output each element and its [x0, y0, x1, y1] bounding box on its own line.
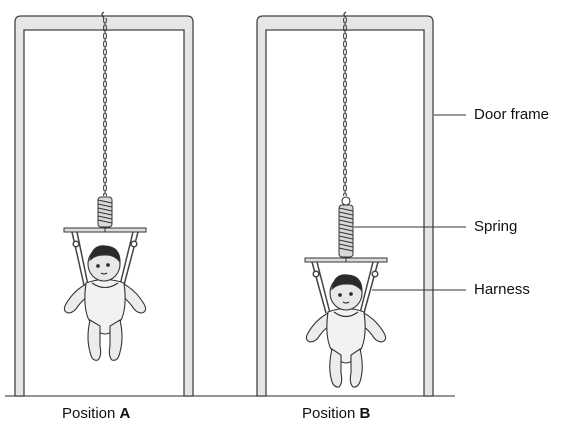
spring-a [97, 196, 113, 228]
caption-a-letter: A [119, 405, 131, 422]
harness-straps-b [311, 261, 379, 314]
chain-a [101, 11, 107, 196]
harness-bar-b [304, 257, 388, 263]
caption-b-prefix: Position [302, 405, 356, 422]
harness-label: Harness [474, 281, 530, 298]
baby-b [305, 274, 387, 388]
baby-a [63, 245, 147, 361]
door-frame-label: Door frame [474, 106, 550, 123]
caption-position-b: Position B [302, 405, 370, 423]
chain-b [343, 11, 349, 196]
caption-position-a: Position A [62, 405, 130, 423]
spring-b [338, 196, 354, 258]
caption-a-prefix: Position [62, 405, 116, 422]
spring-label: Spring [474, 218, 518, 235]
caption-b-letter: B [359, 405, 371, 422]
harness-straps-a [71, 231, 139, 286]
door-frame-a [14, 15, 194, 397]
door-frame-b [256, 15, 434, 397]
harness-bar-a [63, 227, 147, 233]
